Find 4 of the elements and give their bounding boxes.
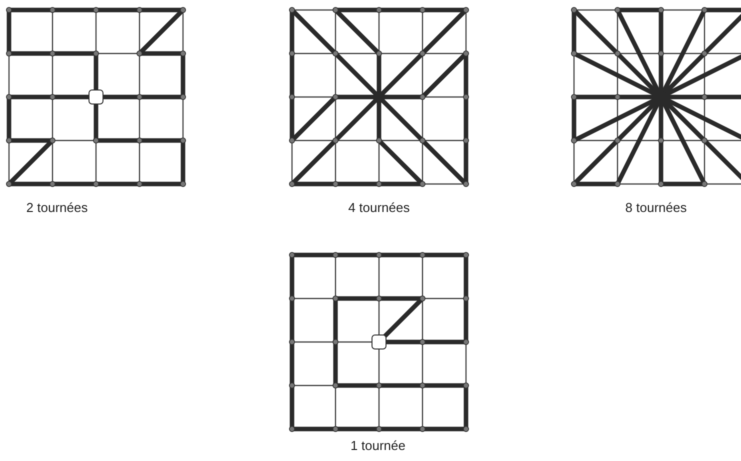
grid-caption: 2 tournées — [26, 200, 88, 215]
grid-caption: 8 tournées — [625, 200, 687, 215]
grid-caption: 4 tournées — [348, 200, 410, 215]
grid-caption: 1 tournée — [350, 438, 406, 453]
